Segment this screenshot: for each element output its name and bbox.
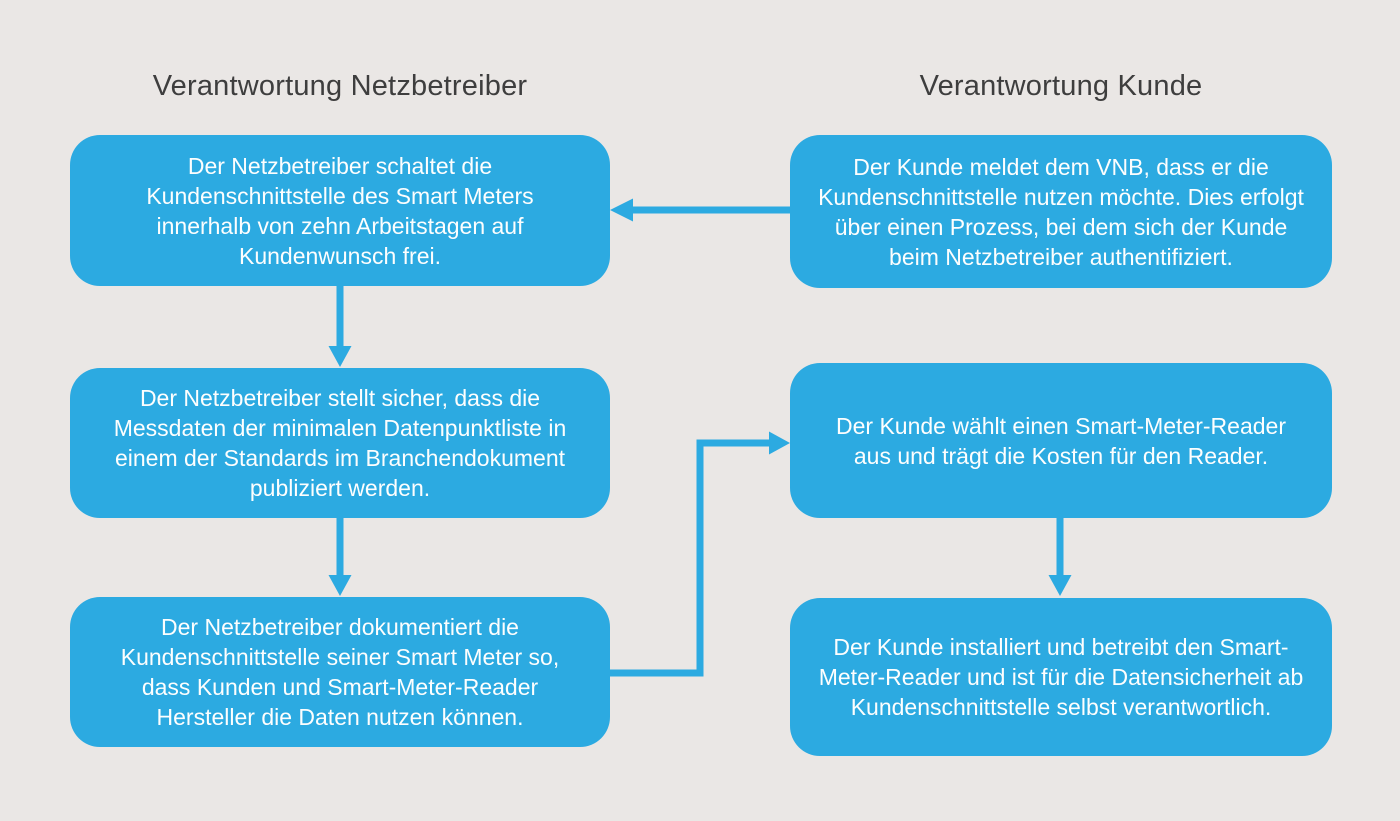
flow-box-kunde-2: Der Kunde wählt einen Smart-Meter-Reader… xyxy=(790,363,1332,518)
arrow-netz1-to-netz2 xyxy=(328,285,352,367)
arrow-netz3-to-kunde2 xyxy=(610,431,790,677)
arrow-kunde1-to-netz1 xyxy=(610,198,790,222)
flow-box-netzbetreiber-3: Der Netzbetreiber dokumentiert die Kunde… xyxy=(70,597,610,747)
arrow-netz2-to-netz3 xyxy=(328,518,352,596)
flow-box-text: Der Kunde installiert und betreibt den S… xyxy=(818,634,1304,720)
flow-box-kunde-1: Der Kunde meldet dem VNB, dass er die Ku… xyxy=(790,135,1332,288)
flow-box-text: Der Netzbetreiber dokumentiert die Kunde… xyxy=(120,614,560,730)
flow-box-text: Der Netzbetreiber schaltet die Kundensch… xyxy=(146,152,534,269)
flow-box-text: Der Kunde meldet dem VNB, dass er die Ku… xyxy=(818,153,1304,270)
arrow-kunde2-to-kunde3 xyxy=(1048,518,1072,596)
flow-box-kunde-3: Der Kunde installiert und betreibt den S… xyxy=(790,598,1332,756)
column-header-kunde: Verantwortung Kunde xyxy=(919,70,1203,102)
flow-box-netzbetreiber-1: Der Netzbetreiber schaltet die Kundensch… xyxy=(70,135,610,286)
flow-box-text: Der Netzbetreiber stellt sicher, dass di… xyxy=(113,385,567,501)
flow-box-text: Der Kunde wählt einen Smart-Meter-Reader… xyxy=(836,412,1286,469)
flow-box-netzbetreiber-2: Der Netzbetreiber stellt sicher, dass di… xyxy=(70,368,610,518)
column-header-netzbetreiber: Verantwortung Netzbetreiber xyxy=(152,70,528,102)
